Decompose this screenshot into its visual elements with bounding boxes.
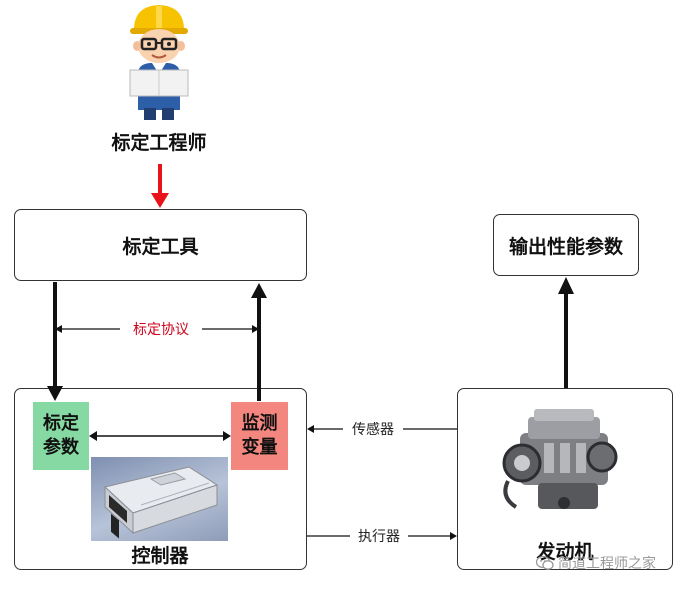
watermark-text: 简道工程师之家 [558,556,656,572]
calibration-params-box: 标定 参数 [33,402,89,470]
ecu-image [91,457,228,541]
watermark: 简道工程师之家 [536,552,686,574]
output-parameters-box: 输出性能参数 [493,214,639,276]
calibration-tool-label: 标定工具 [122,235,199,258]
output-parameters-label: 输出性能参数 [508,235,623,258]
sensor-label: 传感器 [343,419,403,439]
calibration-params-line1: 标定 [43,413,79,434]
engine-image [498,407,630,519]
protocol-label: 标定协议 [120,318,202,340]
engine-icon [502,409,618,509]
monitor-vars-box: 监测 变量 [231,402,288,470]
actuator-label: 执行器 [350,526,408,546]
calibration-tool-box: 标定工具 [14,209,307,281]
calibration-params-line2: 参数 [43,437,79,458]
wechat-icon [536,555,554,570]
engineer-label: 标定工程师 [111,131,207,154]
controller-label: 控制器 [131,544,189,567]
engineer-icon [129,5,189,120]
engineer-figure [120,0,198,122]
monitor-vars-line1: 监测 [241,413,278,434]
download-arrow [47,282,63,401]
monitor-vars-line2: 变量 [241,437,278,458]
engine-label: 发动机 [536,540,594,563]
output-arrow [558,277,574,388]
input-arrow [151,164,169,208]
ecu-icon [103,466,219,539]
upload-arrow [251,283,267,401]
